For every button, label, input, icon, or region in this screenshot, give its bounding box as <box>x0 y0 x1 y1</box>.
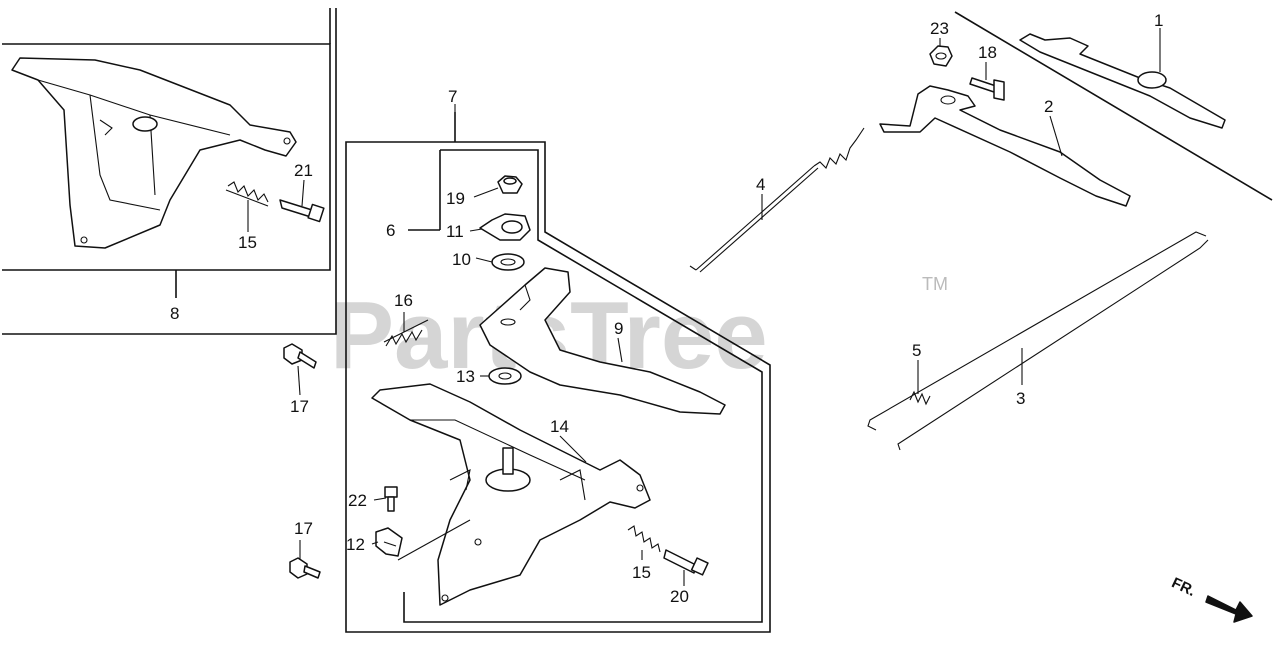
front-direction-label: FR. <box>1169 574 1198 600</box>
nut-19 <box>497 175 523 194</box>
callout-16: 16 <box>394 291 413 310</box>
callout-22: 22 <box>348 491 367 510</box>
callout-7: 7 <box>448 87 457 106</box>
callout-17-upper: 17 <box>290 397 309 416</box>
assembly-7-box <box>345 112 771 633</box>
callout-labels: 1 2 3 4 5 6 7 8 9 10 11 12 13 14 15 15 1… <box>170 11 1163 606</box>
lever-2 <box>879 85 1131 207</box>
callout-13: 13 <box>456 367 475 386</box>
callout-9: 9 <box>614 319 623 338</box>
washer-11 <box>479 213 531 241</box>
callout-5: 5 <box>912 341 921 360</box>
rod-3 <box>867 231 1209 451</box>
bolt-21 <box>279 199 325 223</box>
washer-13 <box>488 367 522 385</box>
callout-2: 2 <box>1044 97 1053 116</box>
pin-18 <box>969 77 1005 101</box>
control-base-upper <box>11 57 297 249</box>
control-lever-9 <box>479 267 726 415</box>
callout-15-lower: 15 <box>632 563 651 582</box>
callout-11: 11 <box>446 222 464 241</box>
spring-15-upper <box>225 181 269 207</box>
front-arrow-icon <box>1205 595 1253 623</box>
callout-4: 4 <box>756 175 765 194</box>
washer-10 <box>491 253 525 271</box>
screw-22 <box>384 486 398 512</box>
callout-14: 14 <box>550 417 569 436</box>
clip-12 <box>375 527 403 557</box>
callout-6: 6 <box>386 221 395 240</box>
callout-23: 23 <box>930 19 949 38</box>
assembly-8-box <box>2 8 337 335</box>
bolt-17-upper <box>283 343 317 369</box>
callout-21: 21 <box>294 161 313 180</box>
lever-1 <box>1019 33 1226 129</box>
leader-lines <box>247 28 1161 586</box>
bolt-17-lower <box>289 557 321 579</box>
front-direction-indicator: FR. <box>1169 574 1253 623</box>
callout-10: 10 <box>452 250 471 269</box>
callout-12: 12 <box>346 535 365 554</box>
rod-4 <box>689 127 865 273</box>
callout-3: 3 <box>1016 389 1025 408</box>
frame-line <box>954 11 1273 201</box>
control-base-14 <box>371 383 651 606</box>
callout-17-lower: 17 <box>294 519 313 538</box>
bolt-20 <box>663 549 709 576</box>
nut-23 <box>929 45 953 67</box>
callout-19: 19 <box>446 189 465 208</box>
callout-20: 20 <box>670 587 689 606</box>
callout-8: 8 <box>170 304 179 323</box>
spring-15-lower <box>627 525 661 553</box>
watermark-trademark: TM <box>922 274 948 294</box>
callout-1: 1 <box>1154 11 1163 30</box>
spring-5 <box>909 390 931 406</box>
callout-18: 18 <box>978 43 997 62</box>
spring-16 <box>383 319 429 347</box>
callout-15-upper: 15 <box>238 233 257 252</box>
